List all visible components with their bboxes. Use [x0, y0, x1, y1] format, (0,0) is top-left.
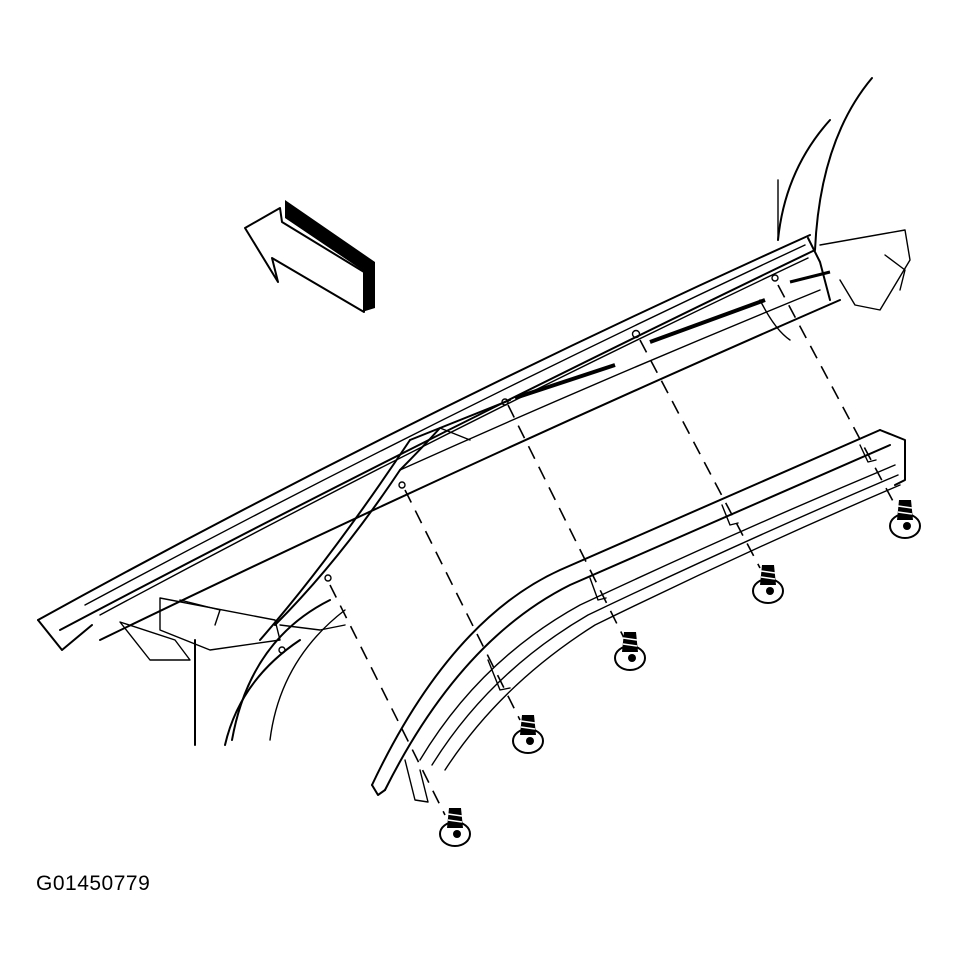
screw-icon — [889, 500, 921, 539]
figure-id-label: G01450779 — [36, 872, 151, 895]
wheel-opening-molding — [371, 429, 906, 803]
screw-icon — [614, 632, 646, 671]
screw-icon — [512, 715, 544, 754]
screw-icon — [752, 565, 784, 604]
screw-icon — [439, 808, 471, 847]
body-panel — [37, 77, 911, 746]
alignment-lines — [329, 284, 896, 816]
direction-arrow-icon — [244, 200, 375, 313]
